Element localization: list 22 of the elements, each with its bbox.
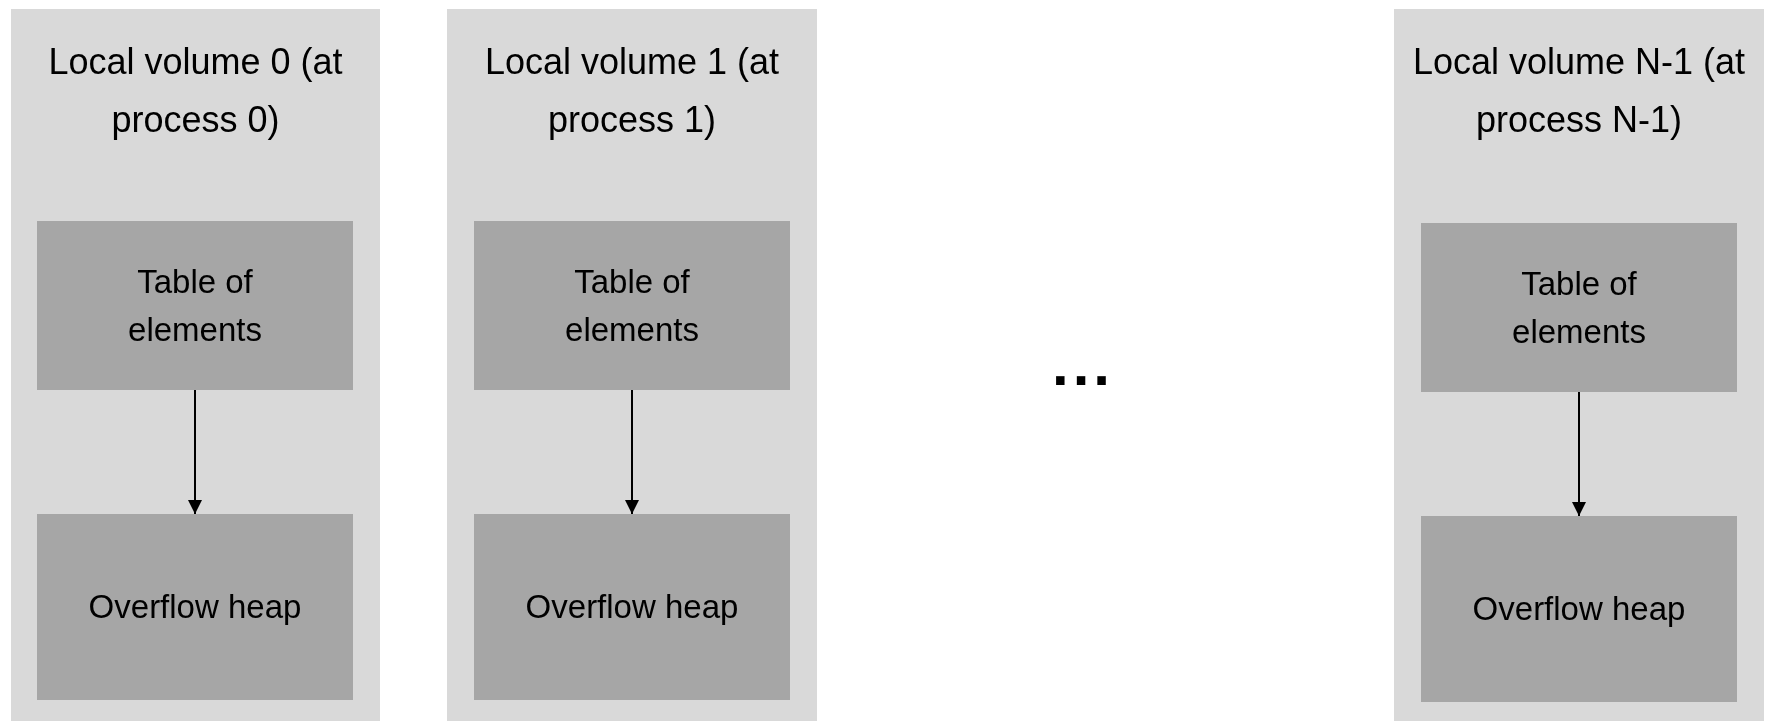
process-panel [447, 9, 817, 721]
memory-block [37, 221, 353, 390]
memory-block [1421, 223, 1737, 392]
arrow [1572, 391, 1586, 517]
block-label: Overflow heap [87, 587, 303, 627]
panel-heading: Local volume 0 (at process 0) [47, 40, 344, 142]
block-label: Table of elements [1511, 263, 1647, 352]
memory-block [474, 221, 790, 390]
process-panel [11, 9, 380, 721]
block-label: Table of elements [127, 261, 263, 350]
block-label: Overflow heap [1471, 589, 1687, 629]
memory-block [474, 514, 790, 700]
ellipsis: ... [1052, 330, 1114, 399]
arrow [188, 389, 202, 515]
block-label: Overflow heap [524, 587, 740, 627]
memory-block [37, 514, 353, 700]
arrow [625, 389, 639, 515]
panel-heading: Local volume N-1 (at process N-1) [1411, 40, 1747, 142]
process-panel [1394, 9, 1764, 721]
panel-heading: Local volume 1 (at process 1) [483, 40, 781, 142]
memory-block [1421, 516, 1737, 702]
block-label: Table of elements [564, 261, 700, 350]
